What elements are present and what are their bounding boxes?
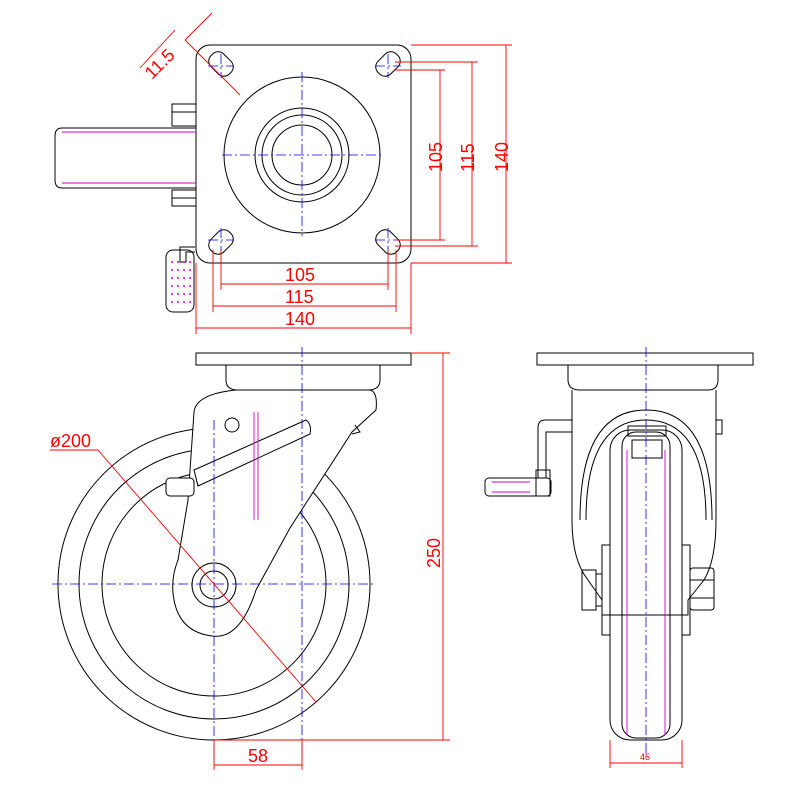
dim-overall-height-label: 250 — [424, 538, 444, 568]
side-top-plate — [195, 352, 412, 366]
dim-115-v-label: 115 — [458, 143, 478, 172]
bolt-slots — [208, 51, 401, 255]
brake-lever-tip — [165, 477, 195, 497]
dim-swivel-offset: 58 — [213, 740, 303, 770]
dim-140-v-label: 140 — [492, 142, 512, 172]
bolt-slot-br — [375, 229, 401, 255]
dim-horizontal-bottom: 105 115 140 — [195, 250, 412, 334]
side-view-dimensions: ø200 250 58 — [50, 352, 450, 770]
dim-140-h-label: 140 — [285, 309, 315, 329]
end-view-dimensions: 45 — [609, 740, 683, 768]
brake-pivot — [224, 417, 240, 433]
dim-115-h-label: 115 — [285, 287, 314, 307]
brake-knob-top — [165, 246, 195, 313]
dim-vertical-right: 105 115 140 — [395, 44, 512, 264]
brake-lever — [193, 419, 311, 487]
side-fork — [172, 389, 377, 637]
knob-grip-dots — [171, 261, 191, 303]
dim-wheel-diameter: ø200 — [50, 431, 317, 703]
end-swivel-housing — [567, 365, 719, 391]
end-top-plate — [536, 352, 754, 366]
dim-overall-height: 250 — [214, 352, 450, 741]
end-brake — [484, 419, 723, 497]
dim-bolt-hole: 11.5 — [139, 12, 241, 96]
bolt-slot-tr — [375, 51, 401, 77]
dim-bolt-hole-label: 11.5 — [141, 45, 179, 83]
axle-bolt-head — [581, 569, 597, 611]
dim-105-v-label: 105 — [426, 142, 446, 172]
bolt-slot-tl — [208, 51, 234, 77]
dim-105-h-label: 105 — [285, 265, 315, 285]
dim-wheel-width-label: 45 — [640, 752, 650, 762]
dim-wheel-diameter-label: ø200 — [50, 431, 91, 451]
axle-nut — [689, 567, 715, 611]
end-view — [484, 347, 754, 760]
dim-swivel-offset-label: 58 — [248, 746, 268, 766]
bolt-slot-bl — [208, 229, 234, 255]
side-swivel-housing — [225, 365, 381, 391]
brake-pedal-top — [54, 103, 197, 207]
end-fork-outer — [571, 390, 717, 616]
top-plate — [195, 44, 412, 264]
top-view — [54, 44, 412, 313]
side-view — [52, 347, 412, 760]
